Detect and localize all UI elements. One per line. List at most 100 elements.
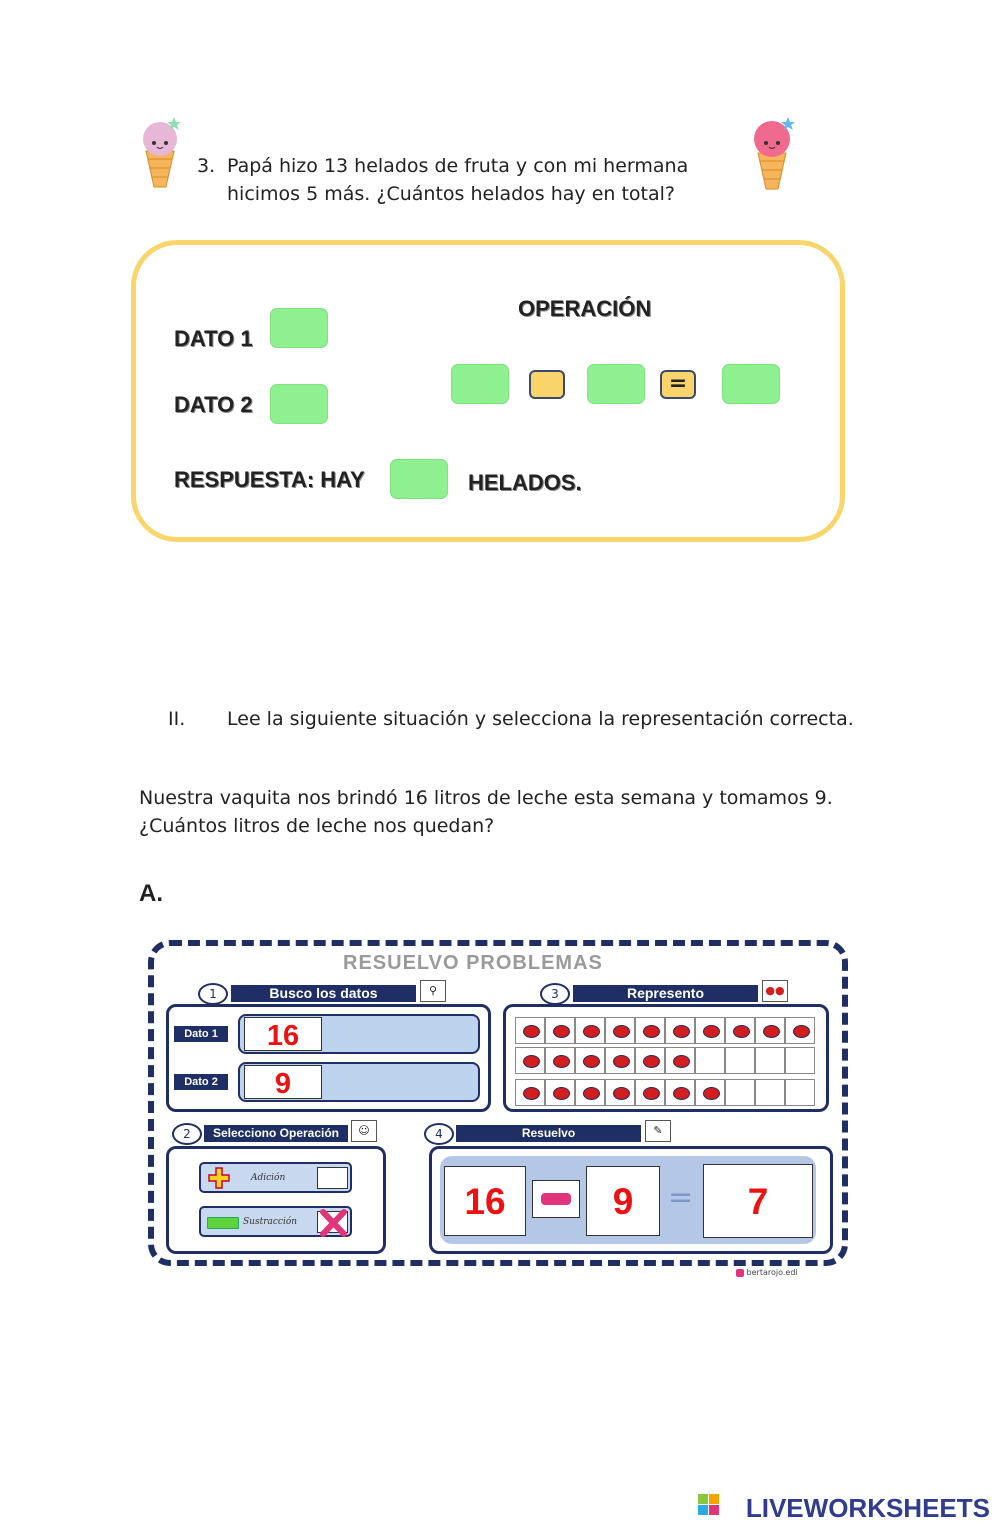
sustraccion-checkbox[interactable] [317, 1209, 348, 1237]
option-a-worksheet[interactable]: RESUELVO PROBLEMAS 1 Busco los datos ⚲ D… [148, 940, 850, 1277]
section-numeral: II. [168, 708, 186, 730]
milk-problem-line-1: Nuestra vaquita nos brindó 16 litros de … [139, 787, 833, 809]
option-a-label: A. [139, 880, 163, 907]
dato1-tag: Dato 1 [174, 1026, 228, 1042]
plus-icon [207, 1167, 231, 1189]
selected-x-icon [320, 1209, 347, 1237]
grid-cell [785, 1079, 815, 1106]
step2-header: Selecciono Operación [204, 1125, 348, 1142]
counter-dot [583, 1025, 600, 1038]
step4-number: 4 [424, 1123, 454, 1145]
step3-number: 3 [540, 983, 570, 1005]
counter-dot [553, 1055, 570, 1068]
dots-row-1 [515, 1017, 815, 1044]
thinking-child-icon: ☺ [351, 1120, 377, 1142]
adicion-label: Adición [251, 1173, 286, 1183]
sustraccion-option[interactable]: Sustracción [199, 1206, 352, 1237]
counter-dot [673, 1025, 690, 1038]
grid-cell [755, 1079, 785, 1106]
step4-header: Resuelvo [456, 1125, 641, 1142]
grid-cell [635, 1017, 665, 1044]
pencil-hand-icon: ✎ [645, 1120, 671, 1142]
counter-dot [523, 1087, 540, 1100]
credit-text: bertarojo.edi [736, 1268, 798, 1277]
liveworksheets-brand[interactable]: LIVEWORKSHEETS [745, 1493, 990, 1523]
grid-cell [695, 1079, 725, 1106]
grid-cell [665, 1047, 695, 1074]
dato2-input[interactable] [270, 384, 328, 424]
counter-dot [583, 1087, 600, 1100]
grid-cell [785, 1047, 815, 1074]
grid-cell [665, 1079, 695, 1106]
grid-cell [515, 1079, 545, 1106]
worksheet-dashed-frame [148, 940, 848, 1266]
grid-cell [515, 1017, 545, 1044]
counter-dot [613, 1025, 630, 1038]
counter-dot [613, 1087, 630, 1100]
dato2-label: DATO 2 [174, 392, 253, 417]
counter-dot [553, 1087, 570, 1100]
step2-number: 2 [172, 1123, 202, 1145]
answer-card [131, 240, 845, 542]
operation-operator-input[interactable] [529, 370, 565, 399]
dato1-value: 16 [244, 1017, 322, 1052]
grid-cell [725, 1079, 755, 1106]
instagram-icon [736, 1268, 744, 1277]
counter-dot [643, 1025, 660, 1038]
operation-operand-2-input[interactable] [587, 364, 645, 404]
problem-line-1: Papá hizo 13 helados de fruta y con mi h… [227, 155, 689, 177]
grid-cell [605, 1017, 635, 1044]
grid-cell [575, 1017, 605, 1044]
grid-cell [755, 1017, 785, 1044]
dato1-input[interactable] [270, 308, 328, 348]
grid-cell [575, 1079, 605, 1106]
grid-cell [545, 1047, 575, 1074]
counter-dot [613, 1055, 630, 1068]
grid-cell [665, 1017, 695, 1044]
minus-operator-icon [541, 1193, 571, 1205]
grid-cell [605, 1079, 635, 1106]
equals-sign-box: = [660, 370, 696, 399]
step3-header: Represento [573, 985, 758, 1002]
grid-cell [545, 1079, 575, 1106]
counter-dot [703, 1087, 720, 1100]
counter-dot [673, 1055, 690, 1068]
counting-hand-icon: ●● [762, 980, 788, 1002]
grid-cell [635, 1079, 665, 1106]
credit-handle: bertarojo.edi [746, 1268, 798, 1277]
respuesta-suffix: HELADOS. [468, 470, 582, 495]
problem-line-2: hicimos 5 más. ¿Cuántos helados hay en t… [227, 183, 676, 205]
grid-cell [575, 1047, 605, 1074]
liveworksheets-logo [698, 1494, 720, 1516]
equation-operand-2: 9 [586, 1166, 660, 1236]
equation-equals: = [668, 1180, 694, 1215]
minus-icon [207, 1217, 239, 1229]
operation-result-input[interactable] [722, 364, 780, 404]
counter-dot [583, 1055, 600, 1068]
adicion-checkbox[interactable] [317, 1167, 348, 1189]
equation-operator-box [532, 1180, 580, 1218]
operation-operand-1-input[interactable] [451, 364, 509, 404]
grid-cell [725, 1047, 755, 1074]
dato1-label: DATO 1 [174, 326, 253, 351]
counter-dot [523, 1025, 540, 1038]
adicion-option[interactable]: Adición [199, 1162, 352, 1193]
respuesta-input[interactable] [390, 459, 448, 499]
dots-row-3 [515, 1079, 815, 1106]
grid-cell [515, 1047, 545, 1074]
respuesta-prefix: RESPUESTA: HAY [174, 467, 365, 492]
equation-operand-1: 16 [444, 1166, 526, 1236]
dots-row-2 [515, 1047, 815, 1074]
counter-dot [763, 1025, 780, 1038]
dato2-value: 9 [244, 1065, 322, 1100]
counter-dot [703, 1025, 720, 1038]
ice-cream-icon-left [136, 113, 184, 191]
grid-cell [785, 1017, 815, 1044]
step1-number: 1 [198, 983, 228, 1005]
worksheet-title: RESUELVO PROBLEMAS [343, 952, 603, 974]
counter-dot [523, 1055, 540, 1068]
grid-cell [605, 1047, 635, 1074]
grid-cell [695, 1047, 725, 1074]
section-instruction: Lee la siguiente situación y selecciona … [227, 708, 854, 730]
counter-dot [793, 1025, 810, 1038]
